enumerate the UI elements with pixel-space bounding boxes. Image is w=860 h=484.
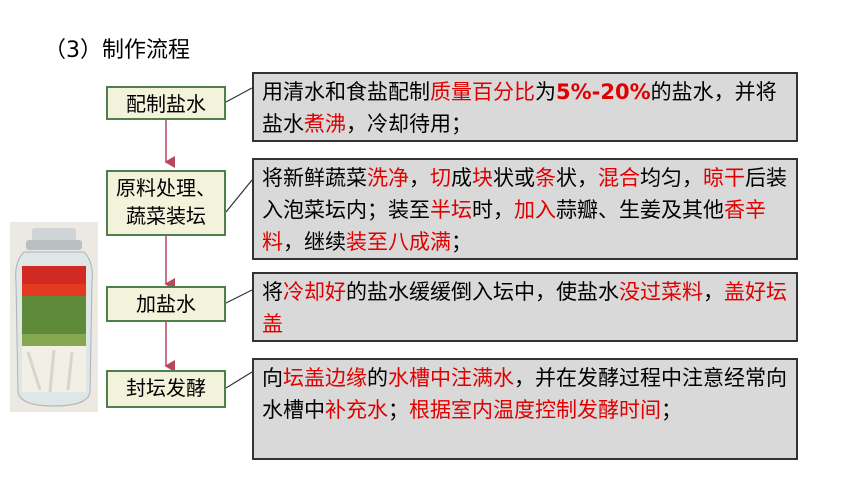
step-label: 加盐水 [136,292,196,316]
desc-text: ； [388,398,409,422]
desc-highlight: 洗净 [367,166,409,190]
desc-text: 后装入泡菜坛内；装至 [262,166,787,222]
desc-highlight: 混合 [598,166,640,190]
desc-text: 将 [262,280,283,304]
desc-highlight: 盖好坛盖 [262,280,787,336]
step-label-line1: 原料处理、 [116,176,216,200]
desc-text: 的 [367,366,388,390]
desc-prepare-brine: 用清水和食盐配制质量百分比为5%-20%的盐水，并将盐水煮沸，冷却待用； [252,72,798,142]
desc-highlight: 条 [535,166,556,190]
section-title: （3）制作流程 [44,38,190,63]
link-4 [225,371,253,389]
desc-text: 蒜瓣、生姜及其他 [556,198,724,222]
desc-highlight: 装至八成满 [346,230,451,254]
desc-highlight: 补充水 [325,398,388,422]
desc-highlight: 没过菜料 [619,280,703,304]
desc-process-materials: 将新鲜蔬菜洗净，切成块状或条状，混合均匀，晾干后装入泡菜坛内；装至半坛时，加入蒜… [252,158,798,260]
step-prepare-brine: 配制盐水 [106,86,226,120]
desc-highlight: 水槽中注满水 [388,366,514,390]
step-add-brine: 加盐水 [106,286,226,322]
desc-text: ，并在发酵过程中注意经常向水槽中 [262,366,787,422]
link-3 [225,289,253,304]
desc-text: ，继续 [283,230,346,254]
desc-text: ； [451,230,472,254]
step-label: 配制盐水 [126,92,206,116]
step-label-line2: 蔬菜装坛 [126,204,206,228]
desc-seal-ferment: 向坛盖边缘的水槽中注满水，并在发酵过程中注意经常向水槽中补充水；根据室内温度控制… [252,358,798,460]
desc-text: 的盐水，并将盐水 [262,80,777,136]
desc-highlight: 5%-20% [556,80,651,104]
desc-text: ， [409,166,430,190]
desc-highlight: 块 [472,166,493,190]
desc-text: 成 [451,166,472,190]
desc-text: 将新鲜蔬菜 [262,166,367,190]
desc-highlight: 质量百分比 [430,80,535,104]
desc-add-brine: 将冷却好的盐水缓缓倒入坛中，使盐水没过菜料，盖好坛盖 [252,272,798,342]
desc-text: 用清水和食盐配制 [262,80,430,104]
desc-text: 状或 [493,166,535,190]
step-process-materials: 原料处理、 蔬菜装坛 [106,170,226,236]
desc-text: 为 [535,80,556,104]
desc-text: 均匀， [640,166,703,190]
pickle-jar-image [10,222,98,412]
desc-highlight: 香辛料 [262,198,766,254]
desc-highlight: 切 [430,166,451,190]
desc-text: ，冷却待用； [346,112,472,136]
desc-highlight: 半坛 [430,198,472,222]
desc-highlight: 根据室内温度控制发酵时间 [409,398,661,422]
desc-highlight: 晾干 [703,166,745,190]
desc-text: 的盐水缓缓倒入坛中，使盐水 [346,280,619,304]
desc-text: ， [703,280,724,304]
desc-highlight: 冷却好 [283,280,346,304]
desc-text: 时， [472,198,514,222]
desc-text: 向 [262,366,283,390]
desc-highlight: 坛盖边缘 [283,366,367,390]
desc-text: ； [661,398,682,422]
step-label: 封坛发酵 [126,376,206,400]
desc-highlight: 煮沸 [304,112,346,136]
link-1 [225,87,253,103]
step-seal-ferment: 封坛发酵 [106,370,226,408]
desc-text: 状， [556,166,598,190]
link-2 [225,179,253,213]
desc-highlight: 加入 [514,198,556,222]
